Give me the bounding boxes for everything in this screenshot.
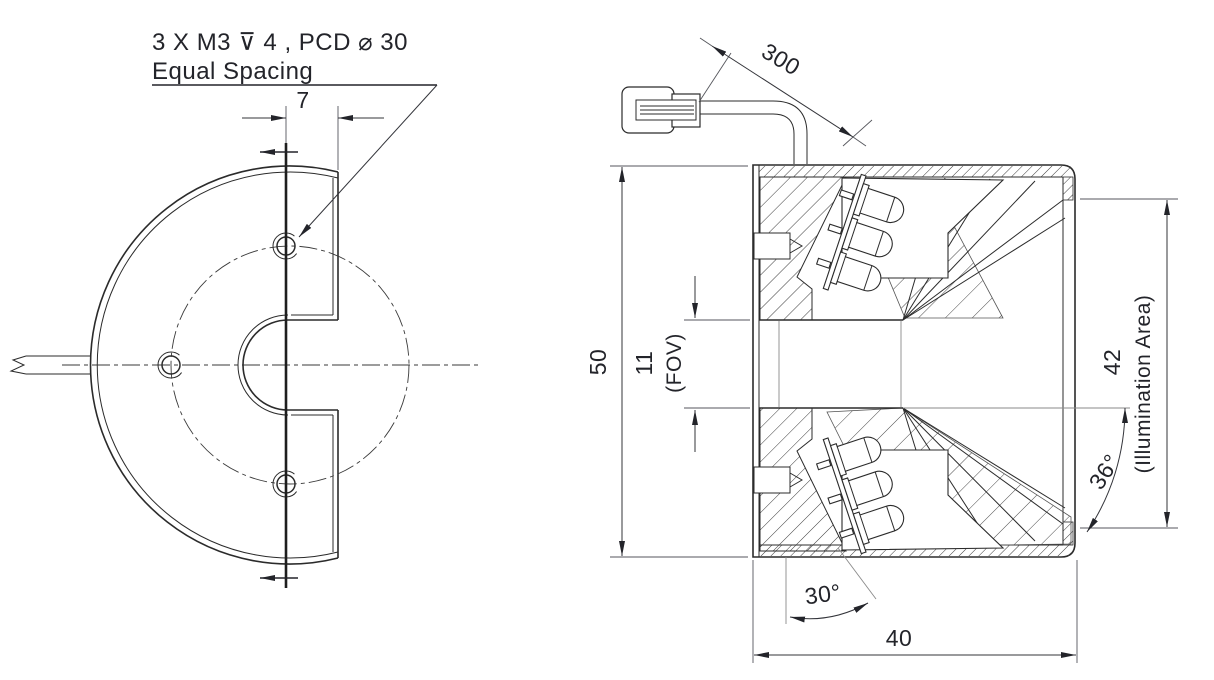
led-pin bbox=[815, 459, 832, 471]
mounting-hole-left bbox=[157, 351, 185, 379]
outer-profile bbox=[89, 165, 339, 565]
thread-note: 3 X M3 ⊽ 4 , PCD ⌀ 30 Equal Spacing bbox=[152, 29, 438, 238]
screw-hole-top bbox=[753, 232, 803, 260]
dim-angle-illum-value: 36° bbox=[1084, 449, 1126, 494]
bolt-circle bbox=[170, 245, 410, 485]
dim-height-value: 50 bbox=[585, 349, 611, 376]
dim-fov-label: (FOV) bbox=[663, 333, 686, 393]
center-slot bbox=[242, 319, 289, 411]
dim-fov-value: 11 bbox=[631, 351, 657, 376]
outer-profile-inner bbox=[96, 171, 339, 559]
dim-angle-30: 30° bbox=[785, 547, 877, 624]
dim-offset-7: 7 bbox=[242, 87, 384, 170]
note-leader bbox=[298, 84, 438, 238]
led-pin bbox=[838, 189, 855, 201]
section-view: 300 50 11 (FOV) 42 (Illumination Area) bbox=[585, 37, 1178, 663]
dim-cable-value: 300 bbox=[757, 38, 805, 81]
screw-hole-bottom bbox=[753, 466, 803, 494]
led-board-top bbox=[815, 173, 905, 292]
thread-note-line1: 3 X M3 ⊽ 4 , PCD ⌀ 30 bbox=[152, 29, 408, 56]
bottom-wall-hatch bbox=[759, 545, 1071, 556]
dim-illum-label: (Illumination Area) bbox=[1132, 295, 1155, 474]
led-pin bbox=[815, 257, 832, 269]
cable bbox=[700, 100, 808, 164]
cable-break-symbol bbox=[9, 355, 27, 375]
housing-outline bbox=[752, 164, 1076, 558]
dim-width-value: 40 bbox=[886, 625, 913, 651]
led-pin bbox=[838, 527, 855, 539]
dim-illum-value: 42 bbox=[1099, 349, 1125, 376]
dim-width-40: 40 bbox=[752, 560, 1078, 663]
cable-stub bbox=[9, 355, 90, 375]
dim-angle-led-value: 30° bbox=[803, 579, 843, 610]
led-pin bbox=[827, 223, 843, 235]
dim-cable-300: 300 bbox=[698, 37, 873, 147]
dim-offset-value: 7 bbox=[296, 87, 309, 113]
top-wall-hatch bbox=[759, 166, 1071, 177]
section-line bbox=[260, 143, 298, 588]
front-view: 7 3 X M3 ⊽ 4 , PCD ⌀ 30 Equal Spacing bbox=[9, 29, 482, 588]
connector bbox=[621, 86, 701, 134]
thread-note-line2: Equal Spacing bbox=[152, 58, 313, 85]
center-slot-inner bbox=[237, 314, 289, 416]
dim-fov-11: 11 (FOV) bbox=[631, 276, 750, 452]
fov-channel bbox=[759, 319, 903, 409]
led-pin bbox=[827, 493, 843, 505]
right-wall-hatch-top bbox=[1062, 176, 1074, 201]
dim-height-50: 50 bbox=[585, 165, 748, 558]
led-board-bottom bbox=[815, 436, 905, 555]
